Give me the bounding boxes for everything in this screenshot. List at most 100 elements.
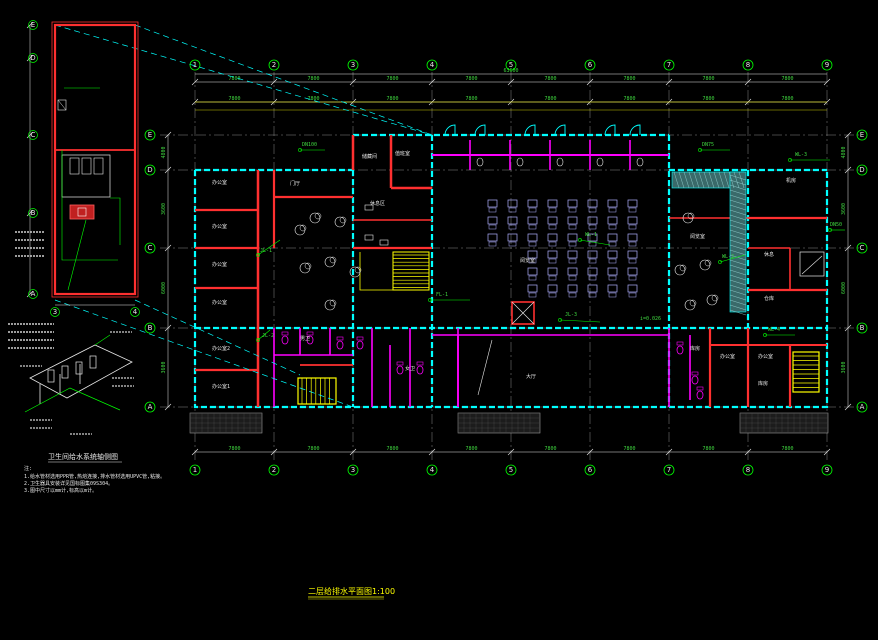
pipe-leader: [559, 319, 601, 323]
pipe-riser: [788, 158, 792, 162]
right-dim-tick: [844, 166, 852, 174]
plant-icon: [304, 262, 312, 270]
chair-icon: [587, 267, 598, 276]
top-dim-tick: [270, 78, 278, 86]
room-label: 女卫: [405, 365, 415, 372]
detail-title: 卫生间给水系统轴侧图: [48, 452, 118, 461]
column-grid-bubble-circle: [426, 59, 438, 71]
chair-icon: [588, 258, 597, 264]
ramp-hatch-line: [713, 171, 720, 189]
plant-icon: [299, 224, 307, 232]
toilet-icon: [356, 336, 364, 341]
pipe-riser: [763, 333, 767, 337]
pipe-lines: JL-1JL-2WL-1WL-2WL-3FL-1JL-3WL-4DN50DN75…: [256, 142, 845, 342]
chair-icon: [527, 216, 538, 225]
toilet-icon: [416, 361, 424, 366]
chair-icon: [567, 216, 578, 225]
chair-icon: [487, 199, 498, 208]
chair-icon: [567, 267, 578, 276]
row-grid-bubble-circle: [856, 242, 868, 254]
ramp-hatch-line: [703, 171, 710, 189]
plant-icon: [324, 299, 336, 311]
stair-icon: [792, 351, 820, 393]
ramp-hatch-line: [729, 249, 747, 256]
detail-outline-outer: [51, 21, 139, 298]
chair-icon: [527, 267, 538, 276]
room-label: 大厅: [526, 373, 536, 380]
column-grid-bubble-text: 2: [272, 61, 276, 69]
row-grid-bubble-text: A: [148, 403, 153, 411]
column-grid-bubble-text: 4: [133, 308, 138, 316]
detail-leader: [134, 299, 301, 376]
note-line-1: 1.给水管材选用PPR管,热熔连接,排水管材选用UPVC管,粘接。: [24, 473, 165, 480]
inner-dim-label: 7800: [623, 96, 635, 102]
row-grid-bubble-circle: [144, 401, 156, 413]
chair-icon: [607, 267, 618, 276]
column-grid-bubble-text: 1: [193, 61, 197, 69]
ramp-hatch-line: [729, 309, 747, 316]
top-dim-label: 7800: [228, 76, 240, 82]
top-dim-label: 7800: [544, 76, 556, 82]
inner-dim-label: 7800: [781, 96, 793, 102]
iso-pipe: [24, 387, 121, 413]
column-grid-bubble-circle: [584, 59, 596, 71]
chair-icon: [628, 292, 637, 298]
chair-icon: [608, 275, 617, 281]
chair-icon: [548, 275, 557, 281]
toilet-icon: [306, 331, 314, 336]
detail-dim-tick: [26, 131, 34, 139]
chair-icon: [527, 199, 538, 208]
top-dim-label: 7800: [623, 76, 635, 82]
row-grid-bubble-text: B: [31, 209, 36, 217]
ramp-hatch-line: [729, 239, 747, 246]
top-dim-tick: [586, 78, 594, 86]
row-grid-bubble-text: B: [148, 324, 153, 332]
column-grid-bubble-text: 4: [430, 466, 435, 474]
room-features: [54, 24, 829, 434]
row-grid-bubble-circle: [144, 322, 156, 334]
left-dim-label: 3600: [161, 203, 167, 215]
sink-icon: [364, 234, 374, 241]
chair-icon: [488, 241, 497, 247]
chair-icon: [627, 267, 638, 276]
toilet-icon: [691, 375, 699, 385]
toilet-icon: [336, 340, 344, 350]
bottom-dim-label: 7800: [307, 446, 319, 452]
row-grid-bubble-text: E: [148, 131, 152, 139]
ramp-hatch-line: [729, 259, 747, 266]
isometric-diagram: [20, 331, 134, 435]
pipe-leader: [579, 239, 611, 246]
room-label: 办公室2: [212, 345, 230, 352]
pipe-label: WL-2: [722, 254, 734, 260]
bottom-dim-tick: [270, 448, 278, 456]
ramp-hatch: [729, 171, 747, 313]
inner-dim-label: 7800: [702, 96, 714, 102]
chair-icon: [507, 233, 518, 242]
column-grid-bubble-text: 6: [588, 61, 593, 69]
ramp-hatch-line: [729, 199, 747, 206]
plant-icon: [679, 264, 687, 272]
detail-pipe: [110, 197, 121, 245]
chair-icon: [487, 216, 498, 225]
chair-icon: [547, 250, 558, 259]
ramp-hatch-line: [729, 254, 747, 261]
left-dim-label: 4800: [161, 146, 167, 158]
hall-diagonal: [477, 339, 493, 396]
chair-icon: [548, 292, 557, 298]
toilet-icon: [556, 157, 564, 167]
plant-icon: [682, 212, 694, 224]
room-label: 办公室: [720, 353, 735, 360]
top-dim-tick: [191, 78, 199, 86]
column-grid-bubble: [50, 307, 60, 317]
right-dim-label: 4800: [841, 146, 847, 158]
ramp-hatch-line: [729, 304, 747, 311]
door-swing: [474, 124, 486, 136]
ramp-hatch-line: [729, 279, 747, 286]
ramp-hatch-line: [708, 171, 715, 189]
equipment-box: [799, 251, 825, 277]
chair-icon: [548, 258, 557, 264]
ramp-hatch-line: [673, 171, 680, 189]
chair-icon: [587, 216, 598, 225]
column-grid-bubble-text: 7: [667, 466, 671, 474]
door-swing: [604, 124, 616, 136]
